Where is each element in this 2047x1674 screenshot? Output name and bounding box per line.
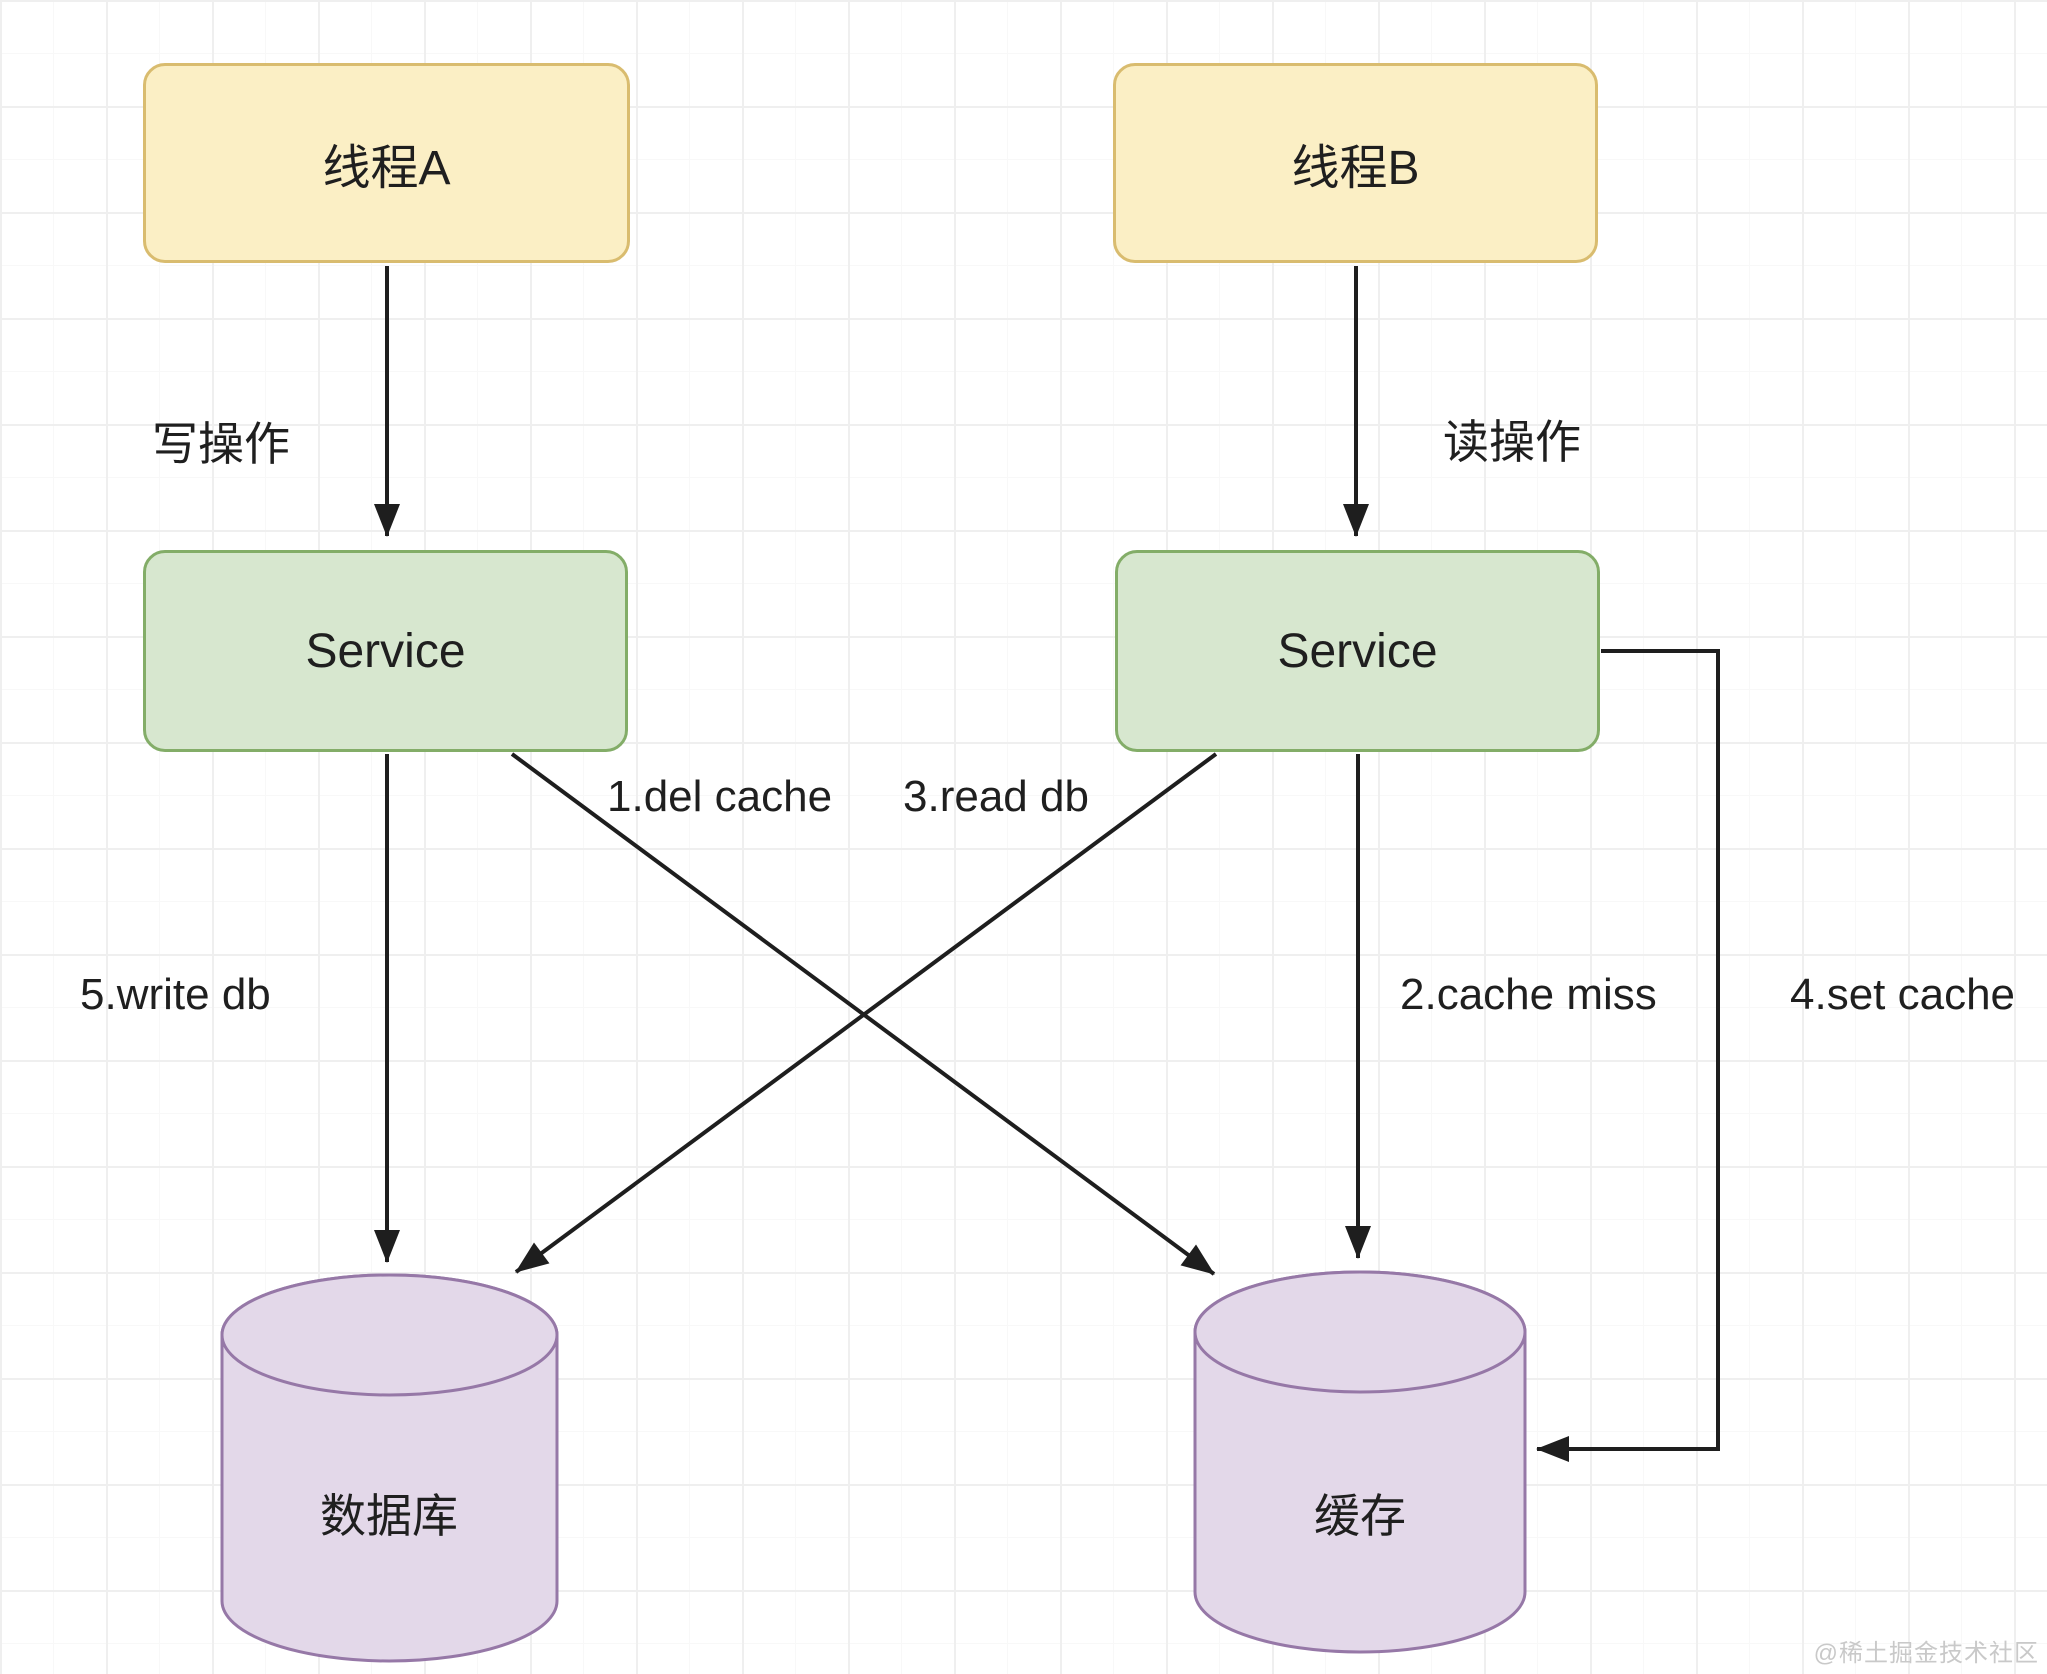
node-thread-a: 线程A <box>143 63 630 263</box>
edge-label-del-cache: 1.del cache <box>607 772 833 821</box>
node-service-right: Service <box>1115 550 1600 752</box>
edge-label-read-db: 3.read db <box>903 772 1089 821</box>
node-service-left: Service <box>143 550 628 752</box>
database-cylinder-top <box>220 1273 559 1397</box>
node-cache-label: 缓存 <box>1314 1490 1406 1542</box>
edge-label-cache-miss: 2.cache miss <box>1400 970 1657 1019</box>
cache-cylinder <box>1193 1270 1527 1654</box>
watermark: @稀土掘金技术社区 <box>1813 1640 2039 1667</box>
edge-label-write-op: 写操作 <box>152 418 290 470</box>
arrow-set-cache <box>1536 649 1720 1462</box>
edge-label-set-cache: 4.set cache <box>1790 970 2016 1019</box>
edge-label-read-op: 读操作 <box>1443 416 1581 468</box>
node-thread-a-label: 线程A <box>322 142 451 195</box>
node-service-left-label: Service <box>305 624 466 678</box>
edge-label-write-db: 5.write db <box>80 970 271 1019</box>
node-service-right-label: Service <box>1277 624 1438 678</box>
cache-cylinder-top <box>1193 1270 1527 1394</box>
arrow-read-db <box>514 752 1218 1274</box>
node-thread-b-label: 线程B <box>1291 142 1420 195</box>
node-thread-b: 线程B <box>1113 63 1598 263</box>
node-database-label: 数据库 <box>320 1490 458 1542</box>
database-cylinder <box>220 1273 559 1663</box>
